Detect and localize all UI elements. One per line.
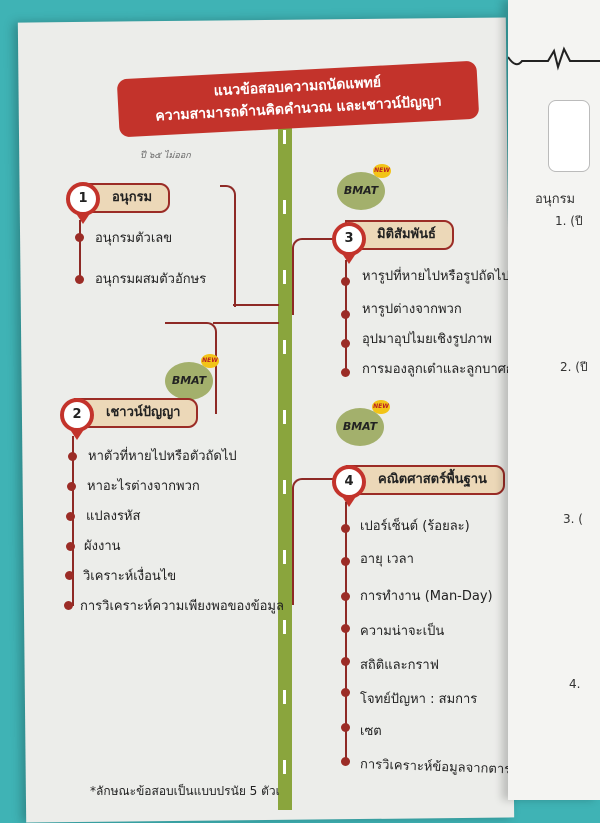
right-number: 4. [569,677,581,691]
list-item: อนุกรมผสมตัวอักษร [95,272,207,287]
road-divider [278,110,292,810]
list-item: โจทย์ปัญหา : สมการ [360,692,478,707]
list-item: หารูปต่างจากพวก [362,302,462,317]
section-4-pin: 4 [332,465,366,507]
section-title: คณิตศาสตร์พื้นฐาน [378,472,487,487]
section-4-tag: คณิตศาสตร์พื้นฐาน [346,465,505,495]
list-item: อนุกรมตัวเลข [95,231,173,246]
section-2-tag: เชาวน์ปัญญา [74,398,199,428]
footnote: *ลักษณะข้อสอบเป็นแบบปรนัย 5 ตัวเ [90,784,280,798]
list-item: อายุ เวลา [360,552,414,567]
section-title: อนุกรม [112,190,153,205]
connector-4 [292,478,334,605]
connector-1b [233,304,279,306]
connector-2b [213,322,279,324]
list-item: วิเคราะห์เงื่อนไข [83,569,177,584]
list-item: เซต [360,724,382,739]
right-number: 2. (ปี [560,360,588,374]
section-1-pin: 1 [66,182,100,224]
section-title: มิติสัมพันธ์ [377,227,436,242]
connector-1 [220,185,236,307]
list-item: ผังงาน [84,539,121,554]
heartbeat-icon [508,46,600,71]
connector-2 [165,322,217,414]
list-item: แปลงรหัส [86,509,141,524]
doctor-cartoon [548,100,590,172]
list-item: ความน่าจะเป็น [360,624,445,639]
list-item: เปอร์เซ็นต์ (ร้อยละ) [360,519,470,534]
list-item: สถิติและกราฟ [360,658,439,673]
list-item: หารูปที่หายไปหรือรูปถัดไป [362,269,510,284]
right-number: 3. ( [563,512,583,526]
section-3-pin: 3 [332,222,366,264]
list-item: หาตัวที่หายไปหรือตัวถัดไป [88,449,237,464]
right-number: 1. (ปี [555,214,583,228]
right-heading: อนุกรม [535,192,576,207]
list-item: หาอะไรต่างจากพวก [87,479,200,494]
right-page: อนุกรม 1. (ปี 2. (ปี 3. ( 4. [508,0,600,800]
list-item: การทำงาน (Man-Day) [360,589,493,604]
list-item: การมองลูกเต๋าและลูกบาศก์ [362,362,514,377]
list-item: การวิเคราะห์ความเพียงพอของข้อมูล [80,599,284,614]
section-title: เชาวน์ปัญญา [106,405,181,420]
list-item: อุปมาอุปไมยเชิงรูปภาพ [362,332,492,347]
connector-3 [292,238,334,315]
section-2-pin: 2 [60,398,94,440]
